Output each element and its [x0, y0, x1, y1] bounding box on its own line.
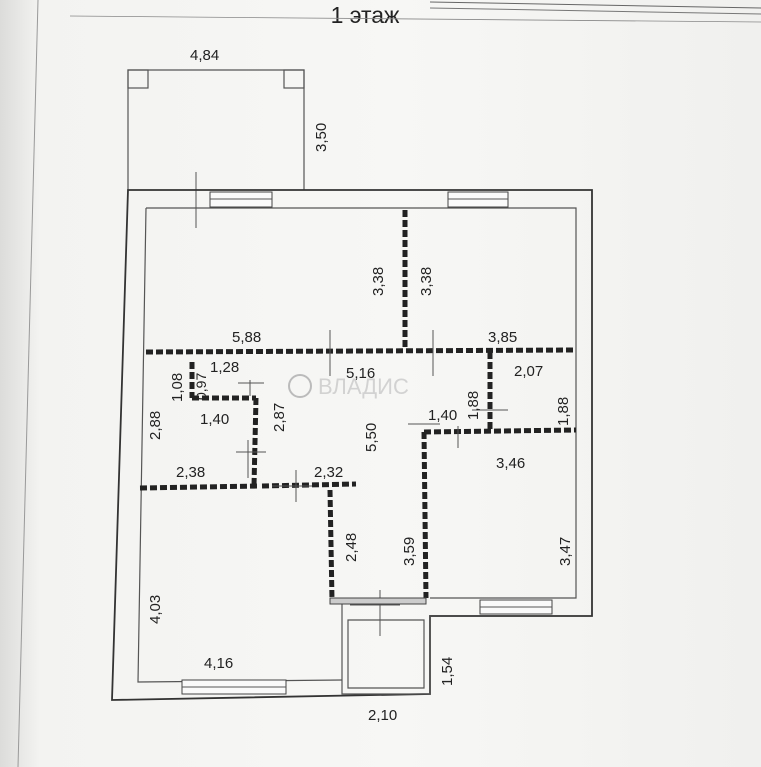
dim-left-room-height: 4,03 — [147, 595, 164, 624]
dim-porch-depth: 3,50 — [313, 123, 330, 152]
dim-utility-height: 1,88 — [465, 391, 482, 420]
dim-porch-width: 4,84 — [190, 47, 219, 64]
dim-passage-right-height: 3,59 — [401, 537, 418, 566]
floor-title: 1 этаж — [330, 2, 400, 28]
top-rule-2 — [429, 7, 761, 15]
dim-vestibule-height: 1,54 — [439, 657, 456, 686]
dim-bath-width: 1,40 — [200, 411, 229, 428]
dim-small-room-width: 1,28 — [210, 359, 239, 376]
dim-hall-width: 5,16 — [346, 365, 375, 382]
door-marks — [236, 330, 508, 502]
top-rule — [429, 1, 761, 9]
dim-top-left-room-width: 5,88 — [232, 329, 261, 346]
dim-utility-height-right: 1,88 — [555, 397, 572, 426]
dim-corridor-height: 2,87 — [271, 403, 288, 432]
dim-right-room-height: 3,47 — [557, 537, 574, 566]
windows — [181, 191, 553, 695]
watermark: ВЛАДИС — [288, 374, 409, 399]
dim-left-room-width: 4,16 — [204, 655, 233, 672]
dim-top-left-room-height: 3,38 — [370, 267, 387, 296]
porch — [127, 69, 305, 228]
dim-utility-width: 2,07 — [514, 363, 543, 380]
watermark-text: ВЛАДИС — [318, 374, 409, 399]
dim-bath-height: 2,88 — [147, 411, 164, 440]
dim-top-right-room-width: 3,85 — [488, 329, 517, 346]
dim-small-room-height: 1,08 — [169, 373, 186, 402]
top-rule-3 — [69, 15, 761, 23]
paper-edge — [17, 0, 39, 767]
dim-vestibule-width: 2,10 — [368, 707, 397, 724]
dim-corridor-width: 2,32 — [314, 464, 343, 481]
dim-hall-depth: 5,50 — [363, 423, 380, 452]
outer-walls — [111, 189, 593, 701]
dim-bath-bottom-width: 2,38 — [176, 464, 205, 481]
dim-utility-bottom-width: 1,40 — [428, 407, 457, 424]
dim-passage-height: 2,48 — [343, 533, 360, 562]
dimension-labels: 4,84 3,50 3,38 3,38 5,88 3,85 5,16 1,08 … — [147, 47, 574, 724]
dim-right-room-width: 3,46 — [496, 455, 525, 472]
dim-top-right-room-height: 3,38 — [418, 267, 435, 296]
dim-small-room-a: 0,97 — [193, 373, 209, 400]
